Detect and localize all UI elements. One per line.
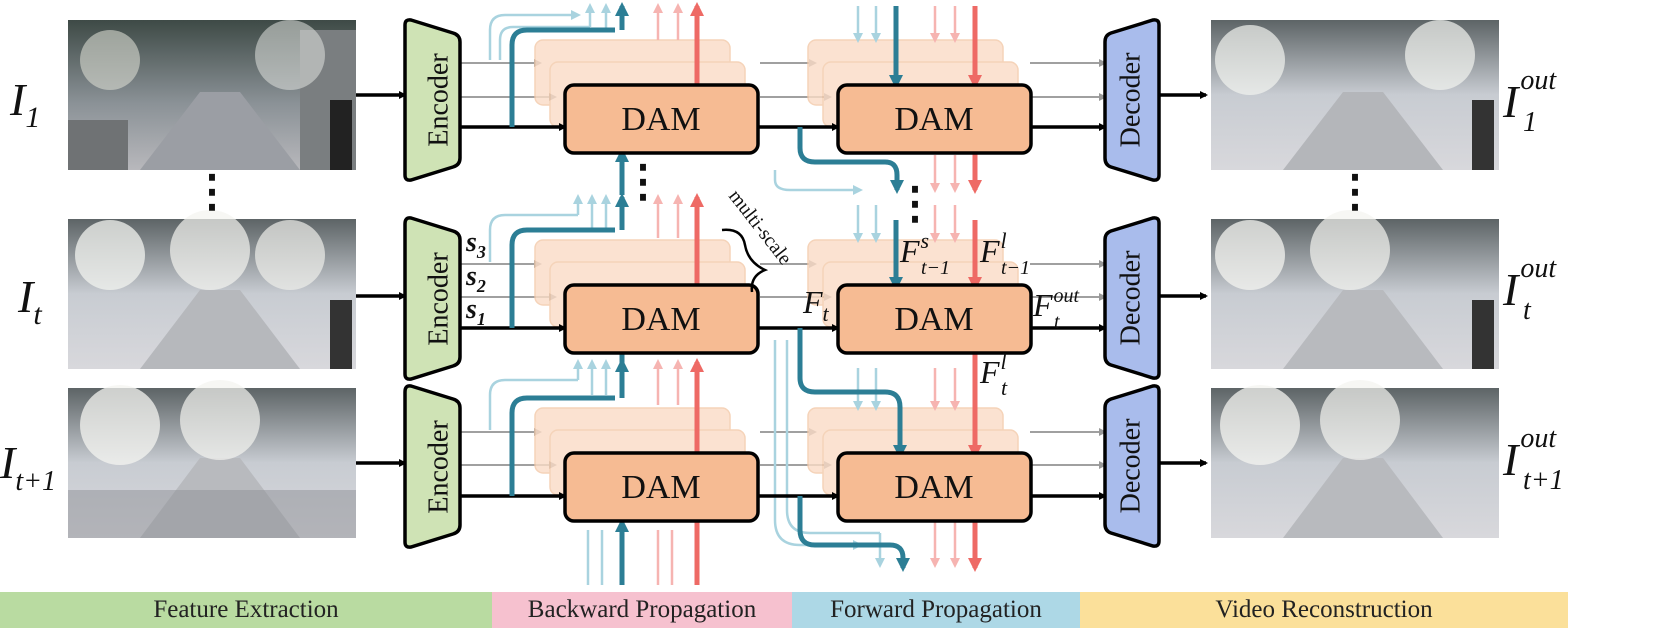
dam-label: DAM <box>621 101 700 138</box>
dam-backward-1: DAM <box>563 83 760 155</box>
decoder-block-t: Decoder <box>1103 216 1161 380</box>
dam-label: DAM <box>894 101 973 138</box>
encoder-label: Encoder <box>423 420 454 514</box>
encoder-block-1: Encoder <box>403 18 462 182</box>
dam-forward-t1: DAM <box>836 451 1033 523</box>
dam-backward-t: DAM <box>563 283 760 355</box>
ellipsis-output: ⋮ <box>1333 167 1377 216</box>
stage-feature-extraction: Feature Extraction <box>0 592 492 628</box>
stage-label: Feature Extraction <box>153 596 339 623</box>
multiscale-brace <box>721 228 769 293</box>
scale-label-s3: s3 <box>465 227 486 262</box>
ellipsis-forward: ⋮ <box>893 179 937 228</box>
scale-labels: s3 s2 s1 <box>465 227 486 329</box>
input-frame-1 <box>68 20 356 170</box>
stage-video-reconstruction: Video Reconstruction <box>1080 592 1568 628</box>
propagation-arrows <box>509 2 982 585</box>
ellipsis-input: ⋮ <box>190 167 234 216</box>
encoder-block-t1: Encoder <box>403 384 462 549</box>
encoder-label: Encoder <box>423 53 454 147</box>
dam-label: DAM <box>894 301 973 338</box>
input-label-1: I1 <box>9 74 40 134</box>
encoder-block-t: Encoder <box>403 216 462 381</box>
pipeline-diagram: Encoder Encoder Encoder Decoder Decoder … <box>0 2 1564 585</box>
input-frame-t <box>68 210 356 369</box>
output-frame-t <box>1211 210 1499 369</box>
light-propagation <box>488 3 960 585</box>
stage-label: Forward Propagation <box>830 596 1042 623</box>
stage-forward-propagation: Forward Propagation <box>792 592 1080 628</box>
decoder-label: Decoder <box>1115 52 1146 148</box>
dam-label: DAM <box>621 469 700 506</box>
feature-label-ft: Ft <box>802 284 830 326</box>
io-arrows <box>356 91 1208 467</box>
multiscale-label: multi-scale <box>724 186 796 270</box>
dam-forward-1: DAM <box>836 83 1033 155</box>
dam-label: DAM <box>621 301 700 338</box>
decoder-label: Decoder <box>1115 250 1146 346</box>
stage-label: Backward Propagation <box>527 596 757 623</box>
ellipsis-backward: ⋮ <box>621 157 665 206</box>
input-label-t: It <box>17 271 42 331</box>
output-frame-t1 <box>1211 380 1499 538</box>
input-frame-t1 <box>68 380 356 538</box>
dam-label: DAM <box>894 469 973 506</box>
output-frame-1 <box>1211 20 1499 170</box>
decoder-label: Decoder <box>1115 418 1146 514</box>
stage-backward-propagation: Backward Propagation <box>492 592 792 628</box>
decoder-block-1: Decoder <box>1103 18 1161 182</box>
dam-forward-t: DAM <box>836 283 1033 355</box>
input-label-t1: It+1 <box>0 437 56 497</box>
scale-label-s1: s1 <box>465 294 486 329</box>
scale-label-s2: s2 <box>465 261 486 296</box>
stage-label: Video Reconstruction <box>1215 596 1433 623</box>
dam-backward-t1: DAM <box>563 451 760 523</box>
decoder-block-t1: Decoder <box>1103 384 1161 548</box>
encoder-label: Encoder <box>423 252 454 346</box>
